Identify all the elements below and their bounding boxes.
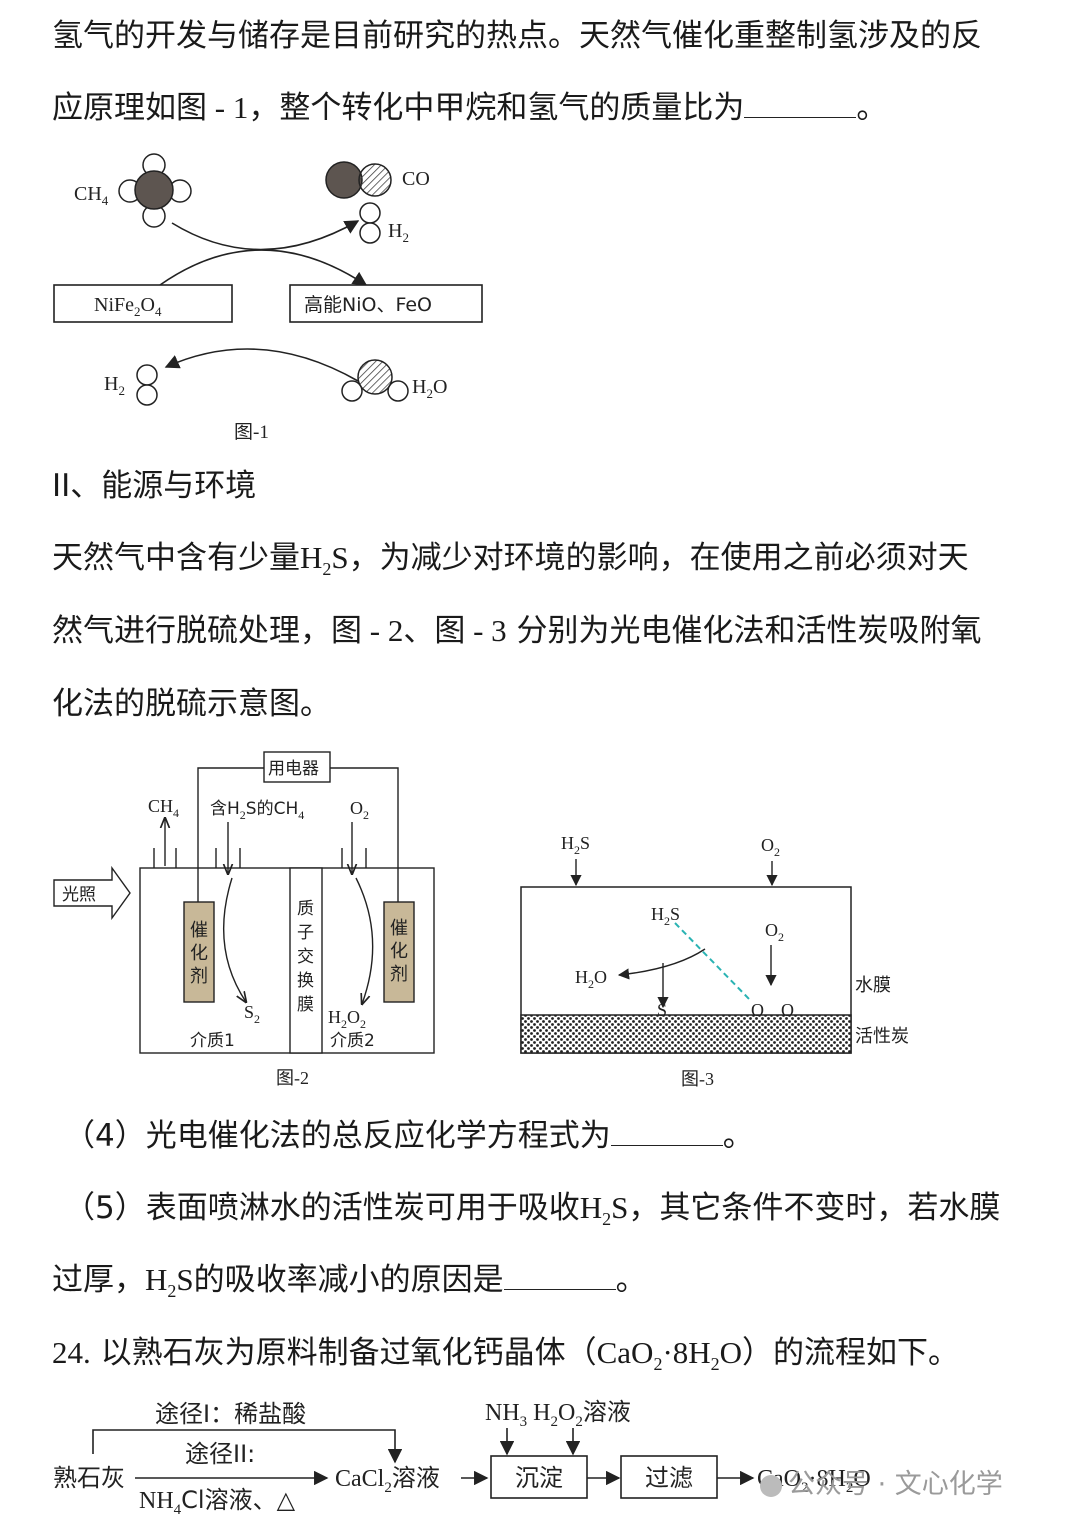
figure-3: H2S O2 H2S H2O S O2 O O 水膜 活性炭 图-3 [520, 833, 909, 1089]
top-reagents: NH3 H2O2溶液 [485, 1398, 631, 1430]
dashed-diffusion-line [674, 922, 752, 1002]
h2s-inside-label: H2S [651, 904, 680, 928]
step-filter-box [620, 1455, 718, 1499]
h2o-label: H2O [412, 376, 447, 401]
arrow-ch4-to-co [171, 220, 360, 251]
s-label: S [657, 1000, 667, 1020]
figure-1: CH4 CO H2 NiFe2O4 高能NiO、FeO H2 H2O 图-1 [53, 153, 483, 443]
answer-blank-q4[interactable] [610, 1119, 723, 1146]
o2-in-label: O2 [350, 798, 369, 822]
answer-blank-q5[interactable] [503, 1263, 616, 1290]
figure-2: 用电器 CH4 含H2S的CH4 O2 光照 催 化 剂 催 化 剂 质 子 交… [53, 751, 435, 1088]
h2-label-top: H2 [388, 220, 409, 245]
arrow-to-s2 [223, 877, 246, 1002]
answer-blank[interactable] [744, 91, 857, 118]
ch4-molecule [118, 153, 192, 228]
catalyst-left-char-3: 剂 [190, 966, 208, 987]
device-box [263, 751, 331, 783]
carbon-label: 活性炭 [855, 1026, 909, 1047]
ch4-label: CH4 [74, 183, 109, 208]
o2-top-label: O2 [761, 835, 780, 859]
arrow-nife-to-nio [159, 249, 368, 286]
arrow-to-h2o2 [355, 877, 374, 1004]
ch4-out-label: CH4 [148, 796, 179, 820]
route-2-label: 途径II: [185, 1440, 255, 1468]
co-molecule [325, 161, 392, 199]
proton-exchange-membrane [289, 867, 323, 1054]
nife2o4-label: NiFe2O4 [94, 294, 162, 319]
route-2-reagent: NH4Cl溶液、△ [139, 1486, 296, 1518]
o-atom-1: O [751, 1000, 764, 1020]
intro-line-2: 应原理如图 - 1，整个转化中甲烷和氢气的质量比为。 [52, 90, 888, 126]
h2-molecule-bottom [136, 364, 158, 406]
figure-2-caption: 图-2 [276, 1068, 309, 1088]
arrow-nio-to-nife [164, 348, 359, 382]
h2-label-bottom: H2 [104, 373, 125, 398]
membrane-char-3: 交 [297, 947, 314, 967]
light-arrow [53, 865, 131, 921]
h2o-molecule [341, 359, 409, 402]
catalyst-left-char-1: 催 [190, 920, 208, 941]
o2-inside-label: O2 [765, 920, 784, 944]
nio-feo-label: 高能NiO、FeO [304, 294, 432, 316]
co-label: CO [402, 168, 430, 190]
para-line-2: 然气进行脱硫处理，图 - 2、图 - 3 分别为光电催化法和活性炭吸附氧 [52, 613, 982, 649]
intro-line-1: 氢气的开发与储存是目前研究的热点。天然气催化重整制氢涉及的反 [52, 18, 982, 54]
membrane-char-4: 换 [297, 971, 314, 991]
step-precipitate-box [490, 1455, 588, 1499]
membrane-char-1: 质 [297, 899, 314, 919]
question-5-line-2: 过厚，H2S的吸收率减小的原因是。 [52, 1262, 647, 1302]
activated-carbon-layer [520, 1014, 852, 1054]
feed-label: 含H2S的CH4 [210, 799, 304, 822]
water-film-label: 水膜 [855, 975, 891, 996]
h2-molecule-top [359, 202, 381, 244]
membrane-char-2: 子 [297, 923, 314, 943]
route-1-label: 途径I：稀盐酸 [155, 1400, 306, 1428]
catalyst-right-char-3: 剂 [390, 964, 408, 985]
h2s-top-label: H2S [561, 833, 590, 857]
figure-3-caption: 图-3 [681, 1069, 714, 1089]
catalyst-right [383, 901, 415, 1003]
o-atom-2: O [781, 1000, 794, 1020]
h2o2-label: H2O2 [328, 1007, 366, 1031]
membrane-char-5: 膜 [297, 995, 314, 1015]
catalyst-left [183, 901, 215, 1003]
question-4: （4）光电催化法的总反应化学方程式为。 [64, 1118, 754, 1154]
s2-label: S2 [244, 1002, 260, 1026]
para-line-1: 天然气中含有少量H2S，为减少对环境的影响，在使用之前必须对天 [52, 540, 969, 580]
h2o-label: H2O [575, 967, 607, 991]
flow-diagram: 途径I：稀盐酸 途径II: 熟石灰 NH4Cl溶液、△ CaCl2溶液 NH3 … [53, 1398, 871, 1518]
medium-1-label: 介质1 [190, 1031, 235, 1051]
nio-feo-box [289, 284, 483, 323]
catalyst-right-char-2: 化 [390, 941, 408, 962]
wechat-icon [760, 1474, 782, 1497]
figure-1-caption: 图-1 [234, 422, 269, 443]
cacl2-solution: CaCl2溶液 [335, 1464, 440, 1496]
electrolytic-cell [139, 867, 435, 1054]
para-line-3: 化法的脱硫示意图。 [52, 686, 331, 722]
start-material: 熟石灰 [53, 1464, 125, 1492]
step-precipitate: 沉淀 [515, 1464, 563, 1492]
device-label: 用电器 [268, 759, 319, 779]
light-label: 光照 [62, 885, 96, 905]
question-5-line-1: （5）表面喷淋水的活性炭可用于吸收H2S，其它条件不变时，若水膜 [64, 1190, 1001, 1230]
step-filter: 过滤 [645, 1464, 693, 1492]
question-24: 24. 以熟石灰为原料制备过氧化钙晶体（CaO2·8H2O）的流程如下。 [52, 1335, 960, 1375]
watermark: 公众号 · 文心化学 [760, 1462, 1003, 1501]
catalyst-right-char-1: 催 [390, 918, 408, 939]
catalyst-left-char-2: 化 [190, 943, 208, 964]
section-heading: II、能源与环境 [52, 468, 257, 504]
medium-2-label: 介质2 [330, 1031, 375, 1051]
nife2o4-box [53, 284, 233, 323]
